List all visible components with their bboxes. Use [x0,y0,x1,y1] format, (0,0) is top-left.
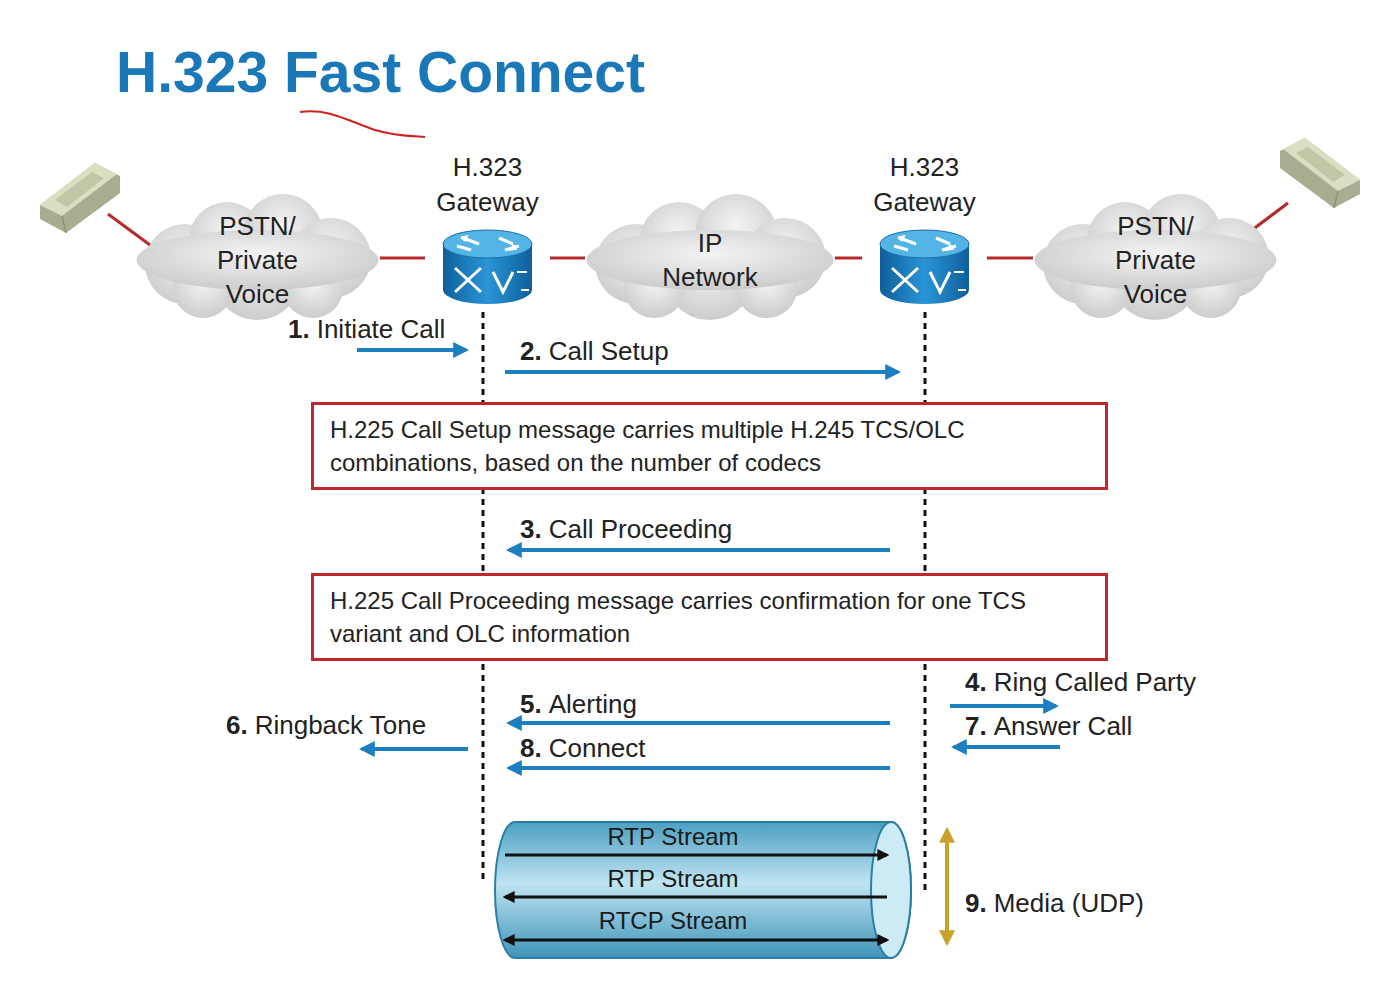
network-link [987,257,1033,260]
message-label: Alerting [549,690,637,718]
stream-arrow [505,939,887,942]
callout-number: 8. [520,734,542,762]
title-squiggle [300,111,425,137]
network-link [835,257,862,260]
message-arrow [509,548,890,552]
message-arrow [362,747,468,751]
stream-arrow [505,854,887,857]
message-label: Ring Called Party [994,668,1196,696]
phone-left [40,163,120,233]
message-label: Call Proceeding [549,515,733,543]
gateway-node: H.323 Gateway [862,150,987,310]
callout-number: 7. [965,712,987,740]
media-tube-node: RTP StreamRTP StreamRTCP Stream [493,820,913,960]
network-link [550,257,585,260]
message-label: Ringback Tone [255,711,427,739]
message-arrow [954,745,1060,749]
message-label: Connect [549,734,646,762]
network-cloud: PSTN/ Private Voice [135,192,380,322]
note-text: H.225 Call Proceeding message carries co… [330,584,1089,650]
note-box: H.225 Call Setup message carries multipl… [311,402,1108,490]
stream-label: RTP Stream [503,866,843,892]
note-box: H.225 Call Proceeding message carries co… [311,573,1108,661]
message-label: Initiate Call [317,315,446,343]
gateway-node: H.323 Gateway [425,150,550,310]
cloud-label: PSTN/ Private Voice [198,209,318,311]
message-label: Call Setup [549,337,669,365]
router-icon [878,228,971,308]
stream-arrow [505,896,887,899]
message-arrow [509,721,890,725]
callout-number: 9. [965,889,987,917]
router-icon [441,228,534,308]
network-link [380,257,425,260]
message-arrow [509,766,890,770]
media-arrow [945,830,949,943]
title: H.323 Fast Connect [116,38,645,106]
note-text: H.225 Call Setup message carries multipl… [330,413,1089,479]
phone-right [1280,138,1360,208]
callout-number: 1. [288,315,310,343]
stream-label: RTP Stream [503,824,843,850]
callout-number: 3. [520,515,542,543]
message-label: Media (UDP) [994,889,1144,917]
network-cloud: PSTN/ Private Voice [1033,192,1278,322]
callout-number: 2. [520,337,542,365]
message-arrow [357,348,466,352]
callout-number: 6. [226,711,248,739]
message-arrow [950,704,1056,708]
gateway-label: H.323 Gateway [425,150,550,220]
network-cloud: IP Network [585,192,835,322]
phone-line [108,214,150,245]
message-label: Answer Call [994,712,1133,740]
cloud-label: PSTN/ Private Voice [1096,209,1216,311]
callout-number: 4. [965,668,987,696]
gateway-label: H.323 Gateway [862,150,987,220]
stream-label: RTCP Stream [503,908,843,934]
cloud-label: IP Network [650,226,770,294]
message-arrow [505,370,898,374]
callout-number: 5. [520,690,542,718]
